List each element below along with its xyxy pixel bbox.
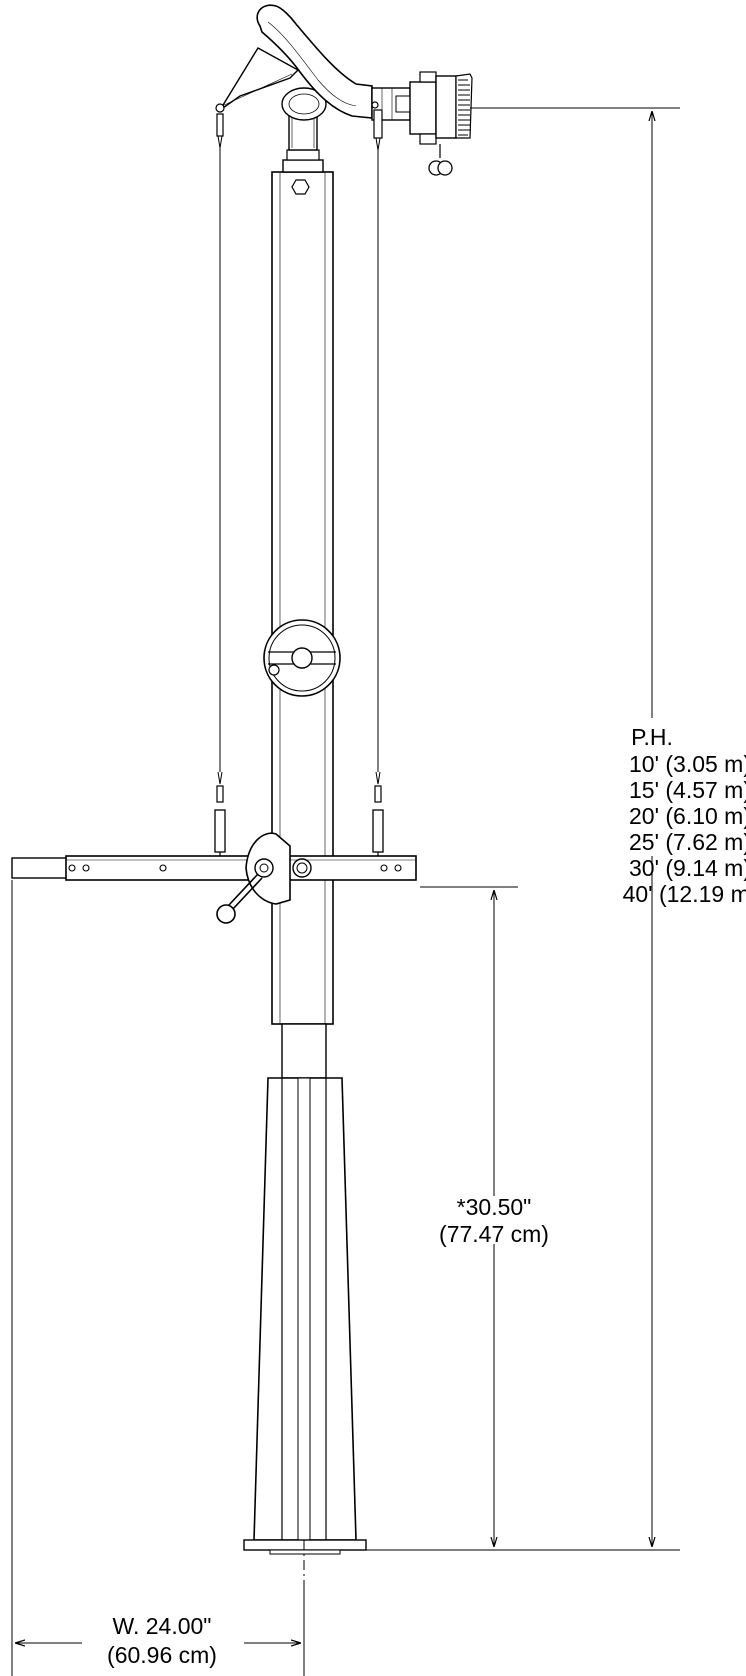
top-collar <box>281 87 327 173</box>
pipe-height-value-2: 15' (4.57 m) <box>629 777 746 803</box>
clamp-handle <box>227 873 259 907</box>
right-guy-cable <box>372 109 384 862</box>
base-height-line2: (77.47 cm) <box>439 1221 549 1247</box>
pipe-height-value-5: 30' (9.14 m) <box>629 855 746 881</box>
cooling-fins-icon <box>458 79 470 136</box>
lower-column <box>281 1023 327 1079</box>
lamp-head <box>371 71 473 176</box>
pipe-height-value-4: 25' (7.62 m) <box>629 829 746 855</box>
width-dimension: W. 24.00" (60.96 cm) <box>11 880 305 1676</box>
handwheel-icon <box>263 619 341 697</box>
width-line2: (60.96 cm) <box>107 1642 217 1668</box>
clamp-bracket <box>216 832 291 924</box>
tapered-base <box>243 1077 367 1580</box>
pipe-height-value-3: 20' (6.10 m) <box>629 803 746 829</box>
pipe-height-value-1: 10' (3.05 m) <box>629 751 746 777</box>
knob-icon <box>292 858 312 878</box>
pipe-height-dimension: P.H. 10' (3.05 m) 15' (4.57 m) 20' (6.10… <box>366 107 746 1551</box>
cross-bar <box>11 855 417 881</box>
curved-arm <box>219 4 373 119</box>
pipe-height-value-6: 40' (12.19 m) <box>623 881 746 907</box>
pipe-height-label: P.H. <box>631 724 673 750</box>
base-height-line1: *30.50" <box>457 1194 532 1220</box>
handle-knob-icon <box>216 904 236 924</box>
width-line1: W. 24.00" <box>113 1613 212 1639</box>
left-guy-cable <box>214 103 226 862</box>
hex-bolt-icon <box>291 179 310 195</box>
base-height-dimension: *30.50" (77.47 cm) <box>420 886 549 1546</box>
